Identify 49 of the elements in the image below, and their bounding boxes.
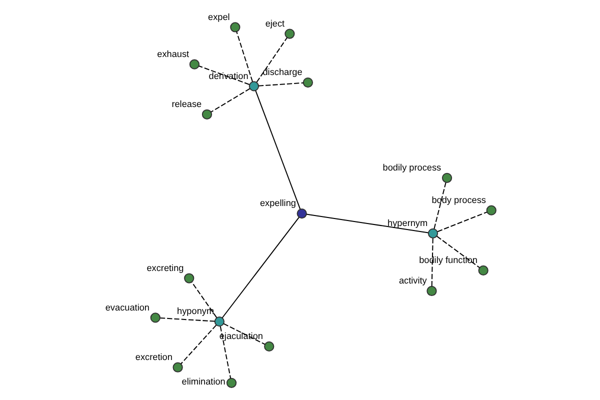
node-label: bodily function bbox=[419, 255, 478, 266]
connector bbox=[306, 214, 428, 234]
node-label: bodily process bbox=[382, 162, 442, 173]
node-circle bbox=[428, 228, 438, 238]
connector bbox=[220, 326, 232, 378]
node-circle bbox=[184, 273, 194, 284]
node-circle bbox=[172, 362, 183, 372]
connector bbox=[160, 318, 215, 322]
node-label: release bbox=[172, 98, 202, 109]
node-label: evacuation bbox=[105, 302, 150, 312]
connector bbox=[436, 236, 480, 268]
node-label: activity bbox=[398, 276, 427, 286]
node-circle bbox=[214, 316, 225, 327]
node-circle bbox=[150, 312, 160, 323]
node-circle bbox=[264, 341, 274, 352]
connector bbox=[210, 88, 250, 112]
connector bbox=[255, 90, 301, 210]
node-label: hypernym bbox=[388, 218, 428, 228]
connector bbox=[431, 238, 434, 286]
node-label: eject bbox=[265, 18, 285, 28]
node-circle bbox=[442, 172, 452, 184]
node-label: expelling bbox=[260, 198, 296, 208]
node-circle bbox=[486, 205, 496, 216]
node-circle bbox=[302, 77, 314, 88]
node-label: hyponym bbox=[177, 306, 214, 316]
node-label: excreting bbox=[146, 262, 184, 273]
node-label: elimination bbox=[182, 376, 226, 387]
node-circle bbox=[284, 28, 295, 39]
connector bbox=[437, 212, 488, 232]
connector bbox=[434, 182, 446, 229]
node-circle bbox=[226, 378, 237, 388]
connector bbox=[256, 37, 288, 82]
node-circle bbox=[478, 265, 488, 276]
node-circle bbox=[426, 286, 437, 296]
connector bbox=[180, 324, 217, 364]
node-label: body process bbox=[432, 194, 486, 205]
connector bbox=[222, 217, 300, 318]
node-label: discharge bbox=[262, 67, 302, 78]
node-label: exhaust bbox=[157, 48, 190, 59]
node-circle bbox=[202, 109, 212, 120]
node-circle bbox=[296, 208, 307, 219]
node-circle bbox=[230, 22, 240, 32]
connector bbox=[236, 32, 253, 82]
connector bbox=[192, 282, 218, 318]
node-circle bbox=[189, 59, 200, 70]
connector bbox=[258, 82, 304, 86]
node-label: expel bbox=[208, 12, 230, 22]
node-label: excretion bbox=[135, 352, 172, 362]
node-circle bbox=[248, 81, 260, 92]
